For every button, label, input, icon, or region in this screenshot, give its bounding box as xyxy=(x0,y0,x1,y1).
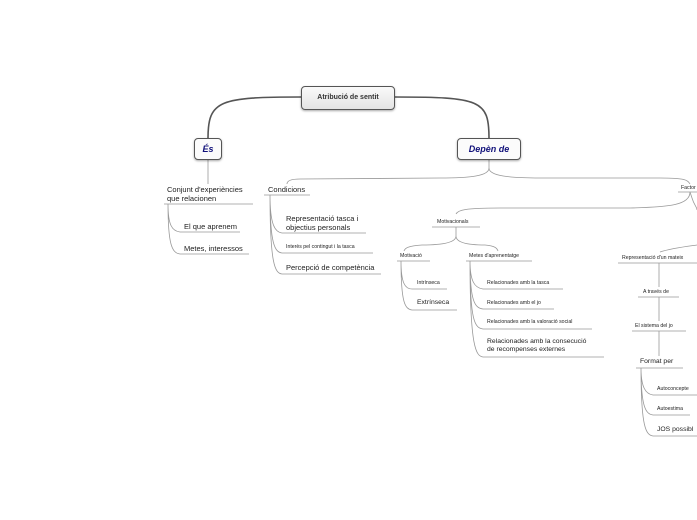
node-interes-contingut[interactable]: Interès pel contingut i la tasca xyxy=(286,244,355,250)
node-representacio-tasca-line-1: Representació tasca i xyxy=(286,214,359,223)
node-extrinseca[interactable]: Extrínseca xyxy=(417,299,450,306)
connector-root-es xyxy=(207,96,303,139)
node-format-per[interactable]: Format per xyxy=(640,358,674,365)
connector-format-children xyxy=(640,367,697,437)
connector-depen-factors xyxy=(488,167,691,185)
connector-representacio-top xyxy=(659,244,697,253)
node-condicions[interactable]: Condicions xyxy=(268,185,306,194)
node-conjunt-line-1: Conjunt d'experiències xyxy=(167,185,243,194)
node-motivacionals[interactable]: Motivacionals xyxy=(437,219,469,225)
connector-depen-split xyxy=(286,159,490,185)
node-conjunt-line-2: que relacionen xyxy=(167,194,217,203)
node-intrinseca[interactable]: Intrínseca xyxy=(417,280,440,286)
root-node[interactable]: Atribució de sentit xyxy=(301,86,395,110)
node-autoestima[interactable]: Autoestima xyxy=(657,406,683,412)
node-rel-tasca[interactable]: Relacionades amb la tasca xyxy=(487,280,550,286)
node-conjunt-experiencies[interactable]: Conjunt d'experiències que relacionen xyxy=(167,185,243,203)
node-rel-consecucio-line-1: Relacionades amb la consecució xyxy=(487,338,587,345)
connector-root-depen xyxy=(394,96,490,139)
node-sistema-jo[interactable]: El sistema del jo xyxy=(635,323,673,329)
branch-es-label: És xyxy=(202,144,214,154)
node-representacio-tasca[interactable]: Representació tasca i objectius personal… xyxy=(286,214,358,232)
node-representacio-mateix[interactable]: Representació d'un mateix xyxy=(622,255,684,261)
root-node-label: Atribució de sentit xyxy=(317,94,379,101)
branch-depen-de[interactable]: Depèn de xyxy=(457,138,521,160)
node-metes-interessos[interactable]: Metes, interessos xyxy=(184,244,243,253)
node-representacio-tasca-line-2: objectius personals xyxy=(286,223,351,232)
connector-motivacio-children xyxy=(400,260,457,311)
connector-conjunt-children xyxy=(167,203,249,255)
connector-condicions-children xyxy=(269,194,381,275)
branch-depen-de-label: Depèn de xyxy=(468,144,510,154)
branch-es[interactable]: És xyxy=(194,138,222,160)
node-rel-consecucio[interactable]: Relacionades amb la consecució de recomp… xyxy=(487,338,586,354)
node-rel-consecucio-line-2: de recompenses externes xyxy=(487,346,566,354)
connector-motivacionals-children xyxy=(403,227,499,252)
node-metes-aprenentatge[interactable]: Metes d'aprenentatge xyxy=(469,253,520,259)
node-factors[interactable]: Factor xyxy=(681,185,696,191)
node-rel-jo[interactable]: Relacionades amb el jo xyxy=(487,300,541,306)
node-autoconcepte[interactable]: Autoconcepte xyxy=(657,386,689,392)
node-percepcio-competencia[interactable]: Percepció de competència xyxy=(286,263,375,272)
connector-metes-children xyxy=(469,260,604,358)
node-rel-valoracio[interactable]: Relacionades amb la valoració social xyxy=(487,319,573,325)
node-a-traves-de[interactable]: A través de xyxy=(643,289,669,295)
node-el-que-aprenem[interactable]: El que aprenem xyxy=(184,222,237,231)
connector-factors-representacio xyxy=(689,191,697,211)
node-jos-possibles[interactable]: JOS possibl xyxy=(657,426,694,433)
node-motivacio[interactable]: Motivació xyxy=(400,253,422,259)
connector-factors-motivacionals xyxy=(455,191,691,215)
